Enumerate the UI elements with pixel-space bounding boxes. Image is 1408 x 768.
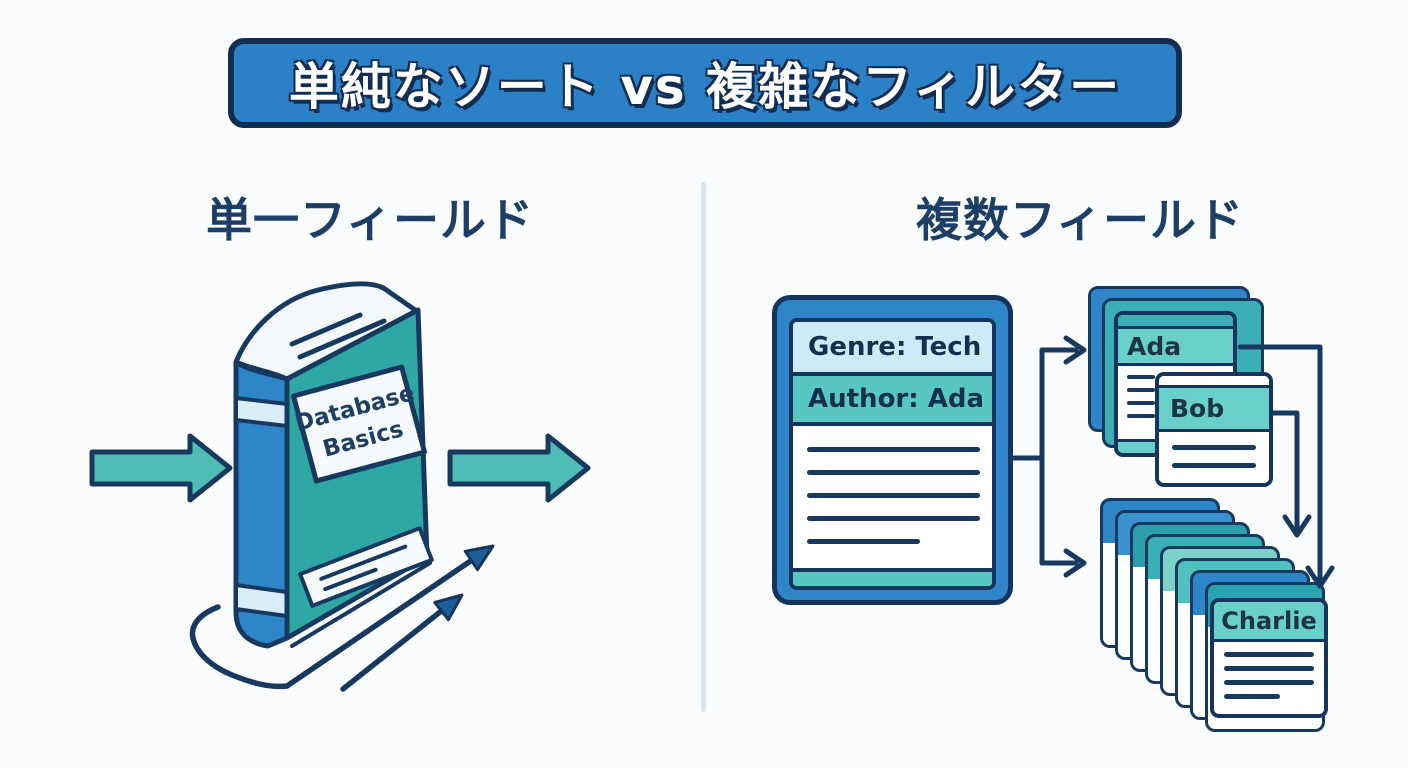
- charlie-card-lines: [1214, 642, 1324, 714]
- genre-field: Genre: Tech: [793, 322, 992, 376]
- charlie-result-stack: Charlie: [1100, 498, 1340, 733]
- arrow-right-icon: [1063, 548, 1087, 578]
- book-title-label: Database Basics: [291, 364, 427, 484]
- sort-arrows: [189, 544, 495, 692]
- text-line: [1172, 445, 1256, 450]
- left-panel-heading: 単一フィールド: [205, 193, 535, 247]
- book-pages-top: [233, 281, 421, 382]
- record-text-lines: [793, 426, 992, 568]
- ada-card-label: Ada: [1118, 329, 1233, 366]
- text-line: [1127, 375, 1155, 379]
- charlie-card-label: Charlie: [1214, 602, 1324, 642]
- text-line: [1127, 414, 1155, 418]
- text-line: [1127, 401, 1155, 405]
- card-footer-strip: [793, 568, 992, 586]
- text-line: [1224, 652, 1314, 657]
- title-banner: 単純なソート vs 複雑なフィルター: [228, 38, 1182, 128]
- arrow-right-icon: [1063, 335, 1087, 365]
- text-line: [807, 493, 980, 498]
- flow-arrow-in-icon: [89, 433, 233, 503]
- sort-swoosh-arrow: [189, 557, 475, 690]
- author-field: Author: Ada: [793, 376, 992, 426]
- spine-band: [234, 396, 289, 428]
- right-panel-heading: 複数フィールド: [915, 193, 1245, 247]
- spine-band: [234, 583, 289, 618]
- panel-divider: [701, 182, 706, 712]
- text-line: [1224, 666, 1314, 671]
- book-bottom-ribbon: [298, 526, 434, 608]
- text-line: [807, 447, 980, 452]
- text-line: [807, 516, 980, 521]
- text-line: [1224, 694, 1280, 699]
- card-top-strip: [1118, 315, 1233, 329]
- text-line: [807, 539, 920, 544]
- bob-card-lines: [1159, 432, 1269, 483]
- arrowhead-icon: [463, 544, 495, 572]
- book-illustration: Database Basics: [233, 281, 434, 649]
- book-spine: [233, 359, 290, 649]
- arrowhead-icon: [433, 593, 464, 622]
- charlie-card: Charlie: [1210, 598, 1328, 718]
- title-text: 単純なソート vs 複雑なフィルター: [288, 58, 1122, 116]
- text-line: [1224, 680, 1314, 685]
- flow-arrow-out-icon: [447, 433, 591, 503]
- text-line: [807, 470, 980, 475]
- bob-card-label: Bob: [1159, 388, 1269, 432]
- bob-card: Bob: [1155, 372, 1273, 487]
- sort-arrow-short: [340, 609, 443, 692]
- filter-record-card: Genre: Tech Author: Ada: [772, 295, 1013, 605]
- page-line: [289, 312, 363, 347]
- book-cover: [284, 307, 430, 641]
- text-line: [1127, 388, 1155, 392]
- text-line: [1172, 463, 1256, 468]
- book-title-line1: Database: [292, 380, 417, 437]
- filter-record-inner: Genre: Tech Author: Ada: [789, 318, 996, 590]
- card-top-strip: [1159, 376, 1269, 388]
- page-line: [297, 318, 387, 360]
- book-title-line2: Basics: [320, 416, 406, 462]
- back-cover-edge: [290, 561, 432, 648]
